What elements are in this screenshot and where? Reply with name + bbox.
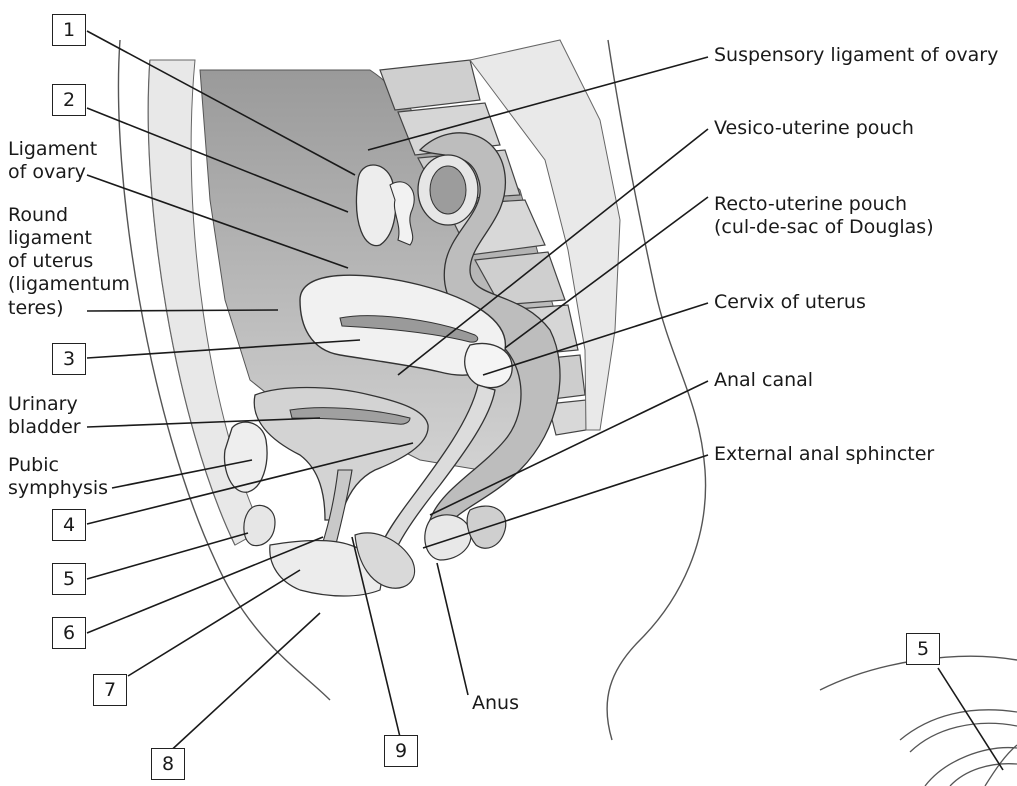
label-box-5: 5 [52, 563, 86, 595]
label-box-2: 2 [52, 84, 86, 116]
label-box-3: 3 [52, 343, 86, 375]
label-pubic-symphysis-line1: Pubic [8, 454, 59, 476]
leader-6 [87, 537, 323, 633]
label-recto-uterine-pouch-line2: (cul-de-sac of Douglas) [714, 216, 934, 238]
clitoris-region [244, 505, 275, 545]
leader-anus [437, 563, 468, 695]
leader-5 [87, 533, 248, 579]
label-round-ligament-line4: (ligamentum [8, 273, 130, 295]
label-urinary-bladder-line2: bladder [8, 416, 81, 438]
label-round-ligament-line5: teres) [8, 297, 64, 319]
label-cervix-of-uterus: Cervix of uterus [714, 291, 866, 313]
anal-canal [425, 515, 471, 560]
label-urinary-bladder-line1: Urinary [8, 393, 78, 415]
label-round-ligament-line3: of uterus [8, 250, 93, 272]
leader-8 [165, 613, 320, 756]
label-box-4: 4 [52, 509, 86, 541]
label-box-9: 9 [384, 735, 418, 767]
label-box-5-inset: 5 [906, 633, 940, 665]
label-box-6: 6 [52, 617, 86, 649]
label-pubic-symphysis-line2: symphysis [8, 477, 108, 499]
label-external-anal-sphincter: External anal sphincter [714, 443, 934, 465]
label-anus: Anus [472, 692, 519, 714]
label-ligament-of-ovary-line2: of ovary [8, 161, 86, 183]
label-vesico-uterine-pouch: Vesico-uterine pouch [714, 117, 914, 139]
label-round-ligament-line2: ligament [8, 227, 92, 249]
ovary [357, 165, 396, 246]
label-round-ligament-line1: Round [8, 204, 68, 226]
label-box-8: 8 [151, 748, 185, 780]
pubic-symphysis [224, 422, 267, 492]
label-box-1: 1 [52, 14, 86, 46]
label-ligament-of-ovary-line1: Ligament [8, 138, 97, 160]
leader-7 [128, 570, 300, 676]
label-anal-canal: Anal canal [714, 369, 813, 391]
label-suspensory-ligament: Suspensory ligament of ovary [714, 44, 998, 66]
inset-illustration [900, 710, 1017, 786]
label-recto-uterine-pouch-line1: Recto-uterine pouch [714, 193, 907, 215]
leader-round-ligament [87, 310, 278, 311]
sigmoid-lumen [430, 166, 466, 214]
label-box-7: 7 [93, 674, 127, 706]
